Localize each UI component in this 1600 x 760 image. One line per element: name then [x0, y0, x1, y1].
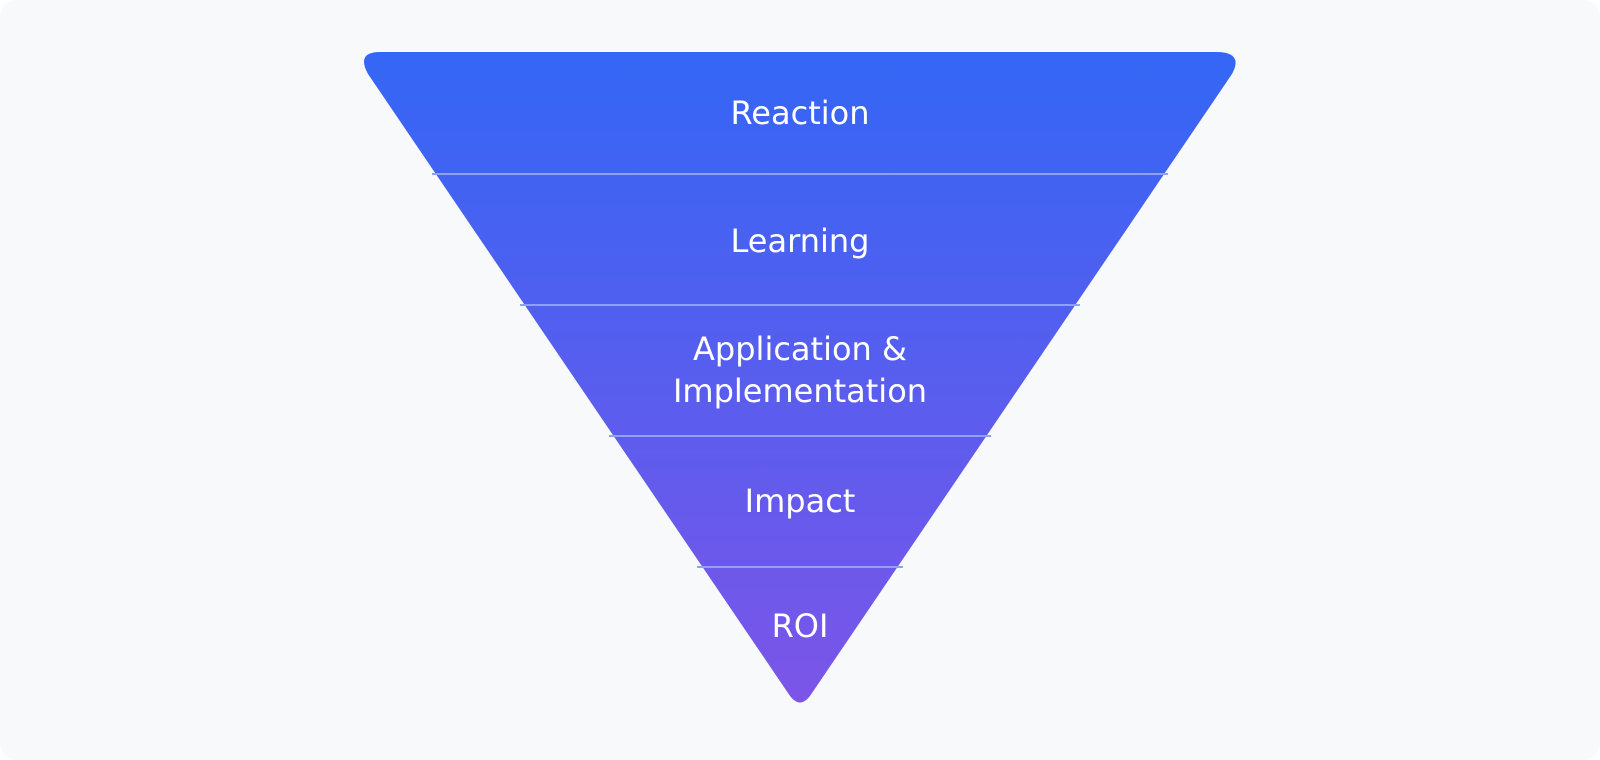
level-learning-label: Learning	[731, 222, 870, 260]
level-impact-label: Impact	[745, 482, 856, 520]
level-roi-label: ROI	[772, 607, 829, 645]
level-application-label-line1: Application &	[693, 330, 907, 368]
level-reaction-label: Reaction	[731, 94, 870, 132]
funnel-shape	[364, 52, 1236, 703]
level-labels: Reaction Learning Application & Implemen…	[673, 94, 927, 645]
level-application-label-line2: Implementation	[673, 372, 927, 410]
level-dividers	[432, 173, 1168, 568]
